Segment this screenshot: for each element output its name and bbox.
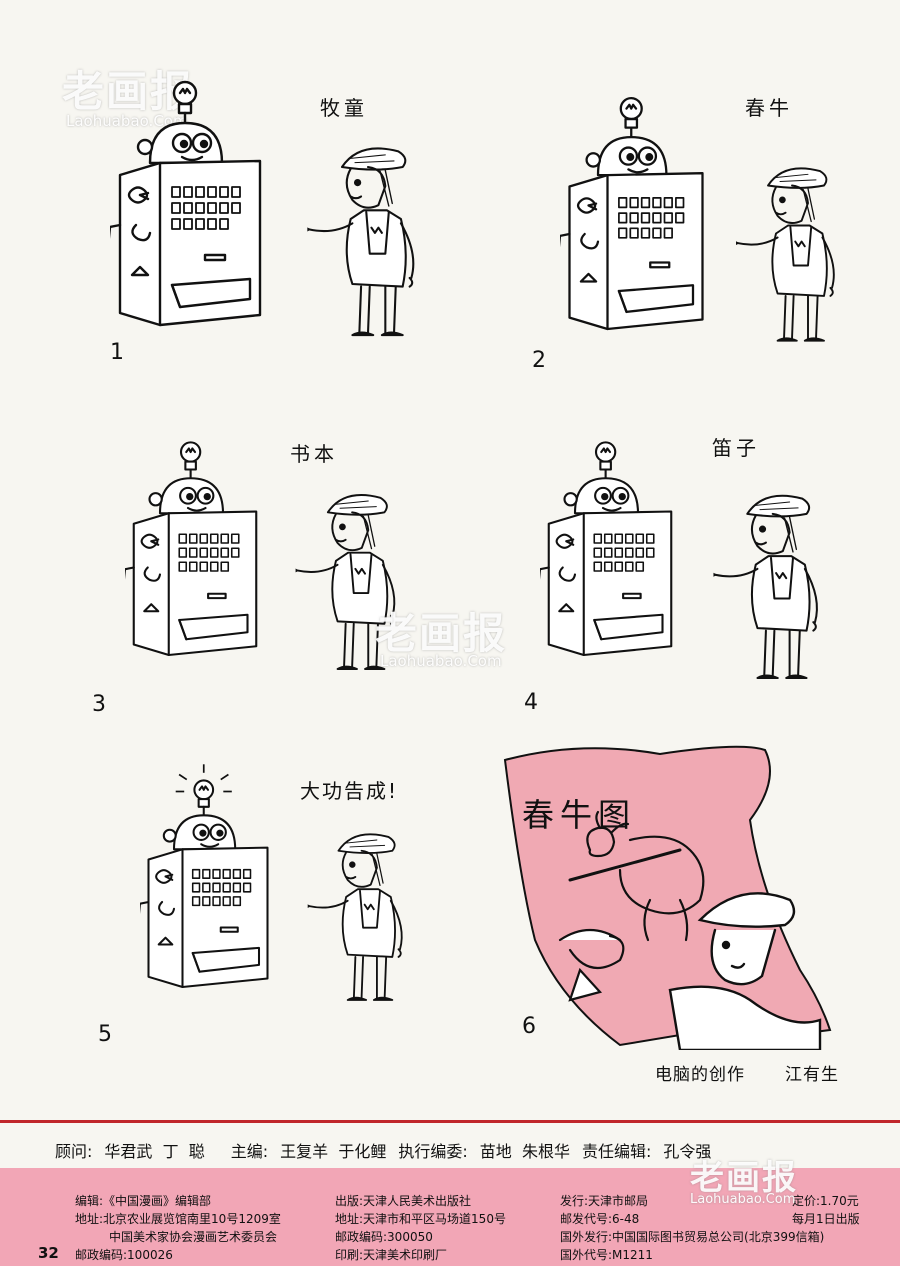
colophon-col-4: 定价:1.70元 每月1日出版	[792, 1192, 860, 1228]
colophon-line: 编辑:《中国漫画》编辑部	[75, 1194, 212, 1208]
comic-panel-5	[140, 735, 310, 1035]
idea-rays	[175, 764, 232, 793]
colophon-line: 地址:天津市和平区马场道150号	[335, 1212, 506, 1226]
colophon-col-3: 发行:天津市邮局 邮发代号:6-48 国外发行:中国国际图书贸易总公司(北京39…	[560, 1192, 824, 1264]
colophon-line: 国外代号:M1211	[560, 1248, 653, 1262]
colophon-line: 邮政编码:300050	[335, 1230, 433, 1244]
panel-number-4: 4	[524, 690, 538, 715]
watermark-url: Laohuabao.Com	[66, 112, 188, 130]
resp-label: 责任编辑:	[581, 1142, 652, 1161]
watermark-url-center: Laohuabao.Com	[380, 652, 502, 670]
speech-text-1: 牧童	[320, 96, 368, 120]
robot-illustration	[540, 405, 715, 695]
exec-label: 执行编委:	[398, 1142, 468, 1161]
publish-schedule: 每月1日出版	[792, 1212, 860, 1226]
watermark-logo-footer: 老画报	[690, 1158, 798, 1198]
comic-panel-6	[500, 740, 840, 1050]
comic-panel-1	[110, 60, 310, 350]
colophon-col-1: 编辑:《中国漫画》编辑部 地址:北京农业展览馆南里10号1209室 中国美术家协…	[75, 1192, 281, 1264]
robot-illustration	[110, 60, 310, 350]
speech-text-5: 大功告成!	[300, 779, 399, 803]
advisor-label: 顾问:	[55, 1142, 93, 1161]
watermark-url-footer: Laohuabao.Com	[690, 1192, 796, 1207]
colophon-line: 中国美术家协会漫画艺术委员会	[109, 1230, 278, 1244]
poster-illustration	[503, 745, 832, 1050]
man-illustration-4	[690, 480, 830, 700]
colophon-bar	[0, 1168, 900, 1266]
colophon-col-2: 出版:天津人民美术出版社 地址:天津市和平区马场道150号 邮政编码:30005…	[335, 1192, 506, 1264]
colophon-line: 地址:北京农业展览馆南里10号1209室	[75, 1212, 281, 1226]
editors: 王复羊 于化鲤	[280, 1142, 387, 1161]
panel-number-1: 1	[110, 340, 124, 365]
man-illustration-5	[280, 820, 420, 1020]
panel-number-5: 5	[98, 1022, 112, 1047]
colophon-line: 邮发代号:6-48	[560, 1212, 640, 1226]
panel-number-6: 6	[522, 1014, 536, 1039]
comic-author: 江有生	[785, 1065, 839, 1085]
man-illustration-1	[290, 130, 420, 360]
editor-label: 主编:	[230, 1142, 269, 1161]
staff-credits: 顾问: 华君武 丁 聪 主编: 王复羊 于化鲤 执行编委: 苗地 朱根华 责任编…	[55, 1138, 885, 1162]
watermark-logo-center: 老画报	[375, 609, 508, 658]
exec-editors: 苗地 朱根华	[479, 1142, 570, 1161]
man-illustration-2	[720, 145, 840, 370]
price: 定价:1.70元	[792, 1194, 859, 1208]
colophon-line: 出版:天津人民美术出版社	[335, 1194, 472, 1208]
poster-title: 春牛图	[522, 796, 637, 834]
speech-text-2: 春牛	[745, 96, 793, 120]
watermark-logo: 老画报	[62, 67, 195, 116]
resp-editor: 孔令强	[663, 1142, 712, 1161]
colophon-line: 邮政编码:100026	[75, 1248, 173, 1262]
advisors: 华君武 丁 聪	[104, 1142, 205, 1161]
panel-number-3: 3	[92, 692, 106, 717]
comic-panel-4	[540, 405, 715, 695]
comic-title: 电脑的创作	[655, 1065, 745, 1085]
page-number: 32	[38, 1244, 59, 1262]
footer-divider	[0, 1120, 900, 1123]
colophon-line: 印刷:天津美术印刷厂	[335, 1248, 448, 1262]
robot-illustration	[140, 764, 310, 1035]
panel-number-2: 2	[532, 348, 546, 373]
speech-text-3: 书本	[290, 442, 338, 466]
colophon-line: 发行:天津市邮局	[560, 1194, 649, 1208]
speech-text-4: 笛子	[712, 436, 760, 460]
colophon-line: 国外发行:中国国际图书贸易总公司(北京399信箱)	[560, 1230, 825, 1244]
